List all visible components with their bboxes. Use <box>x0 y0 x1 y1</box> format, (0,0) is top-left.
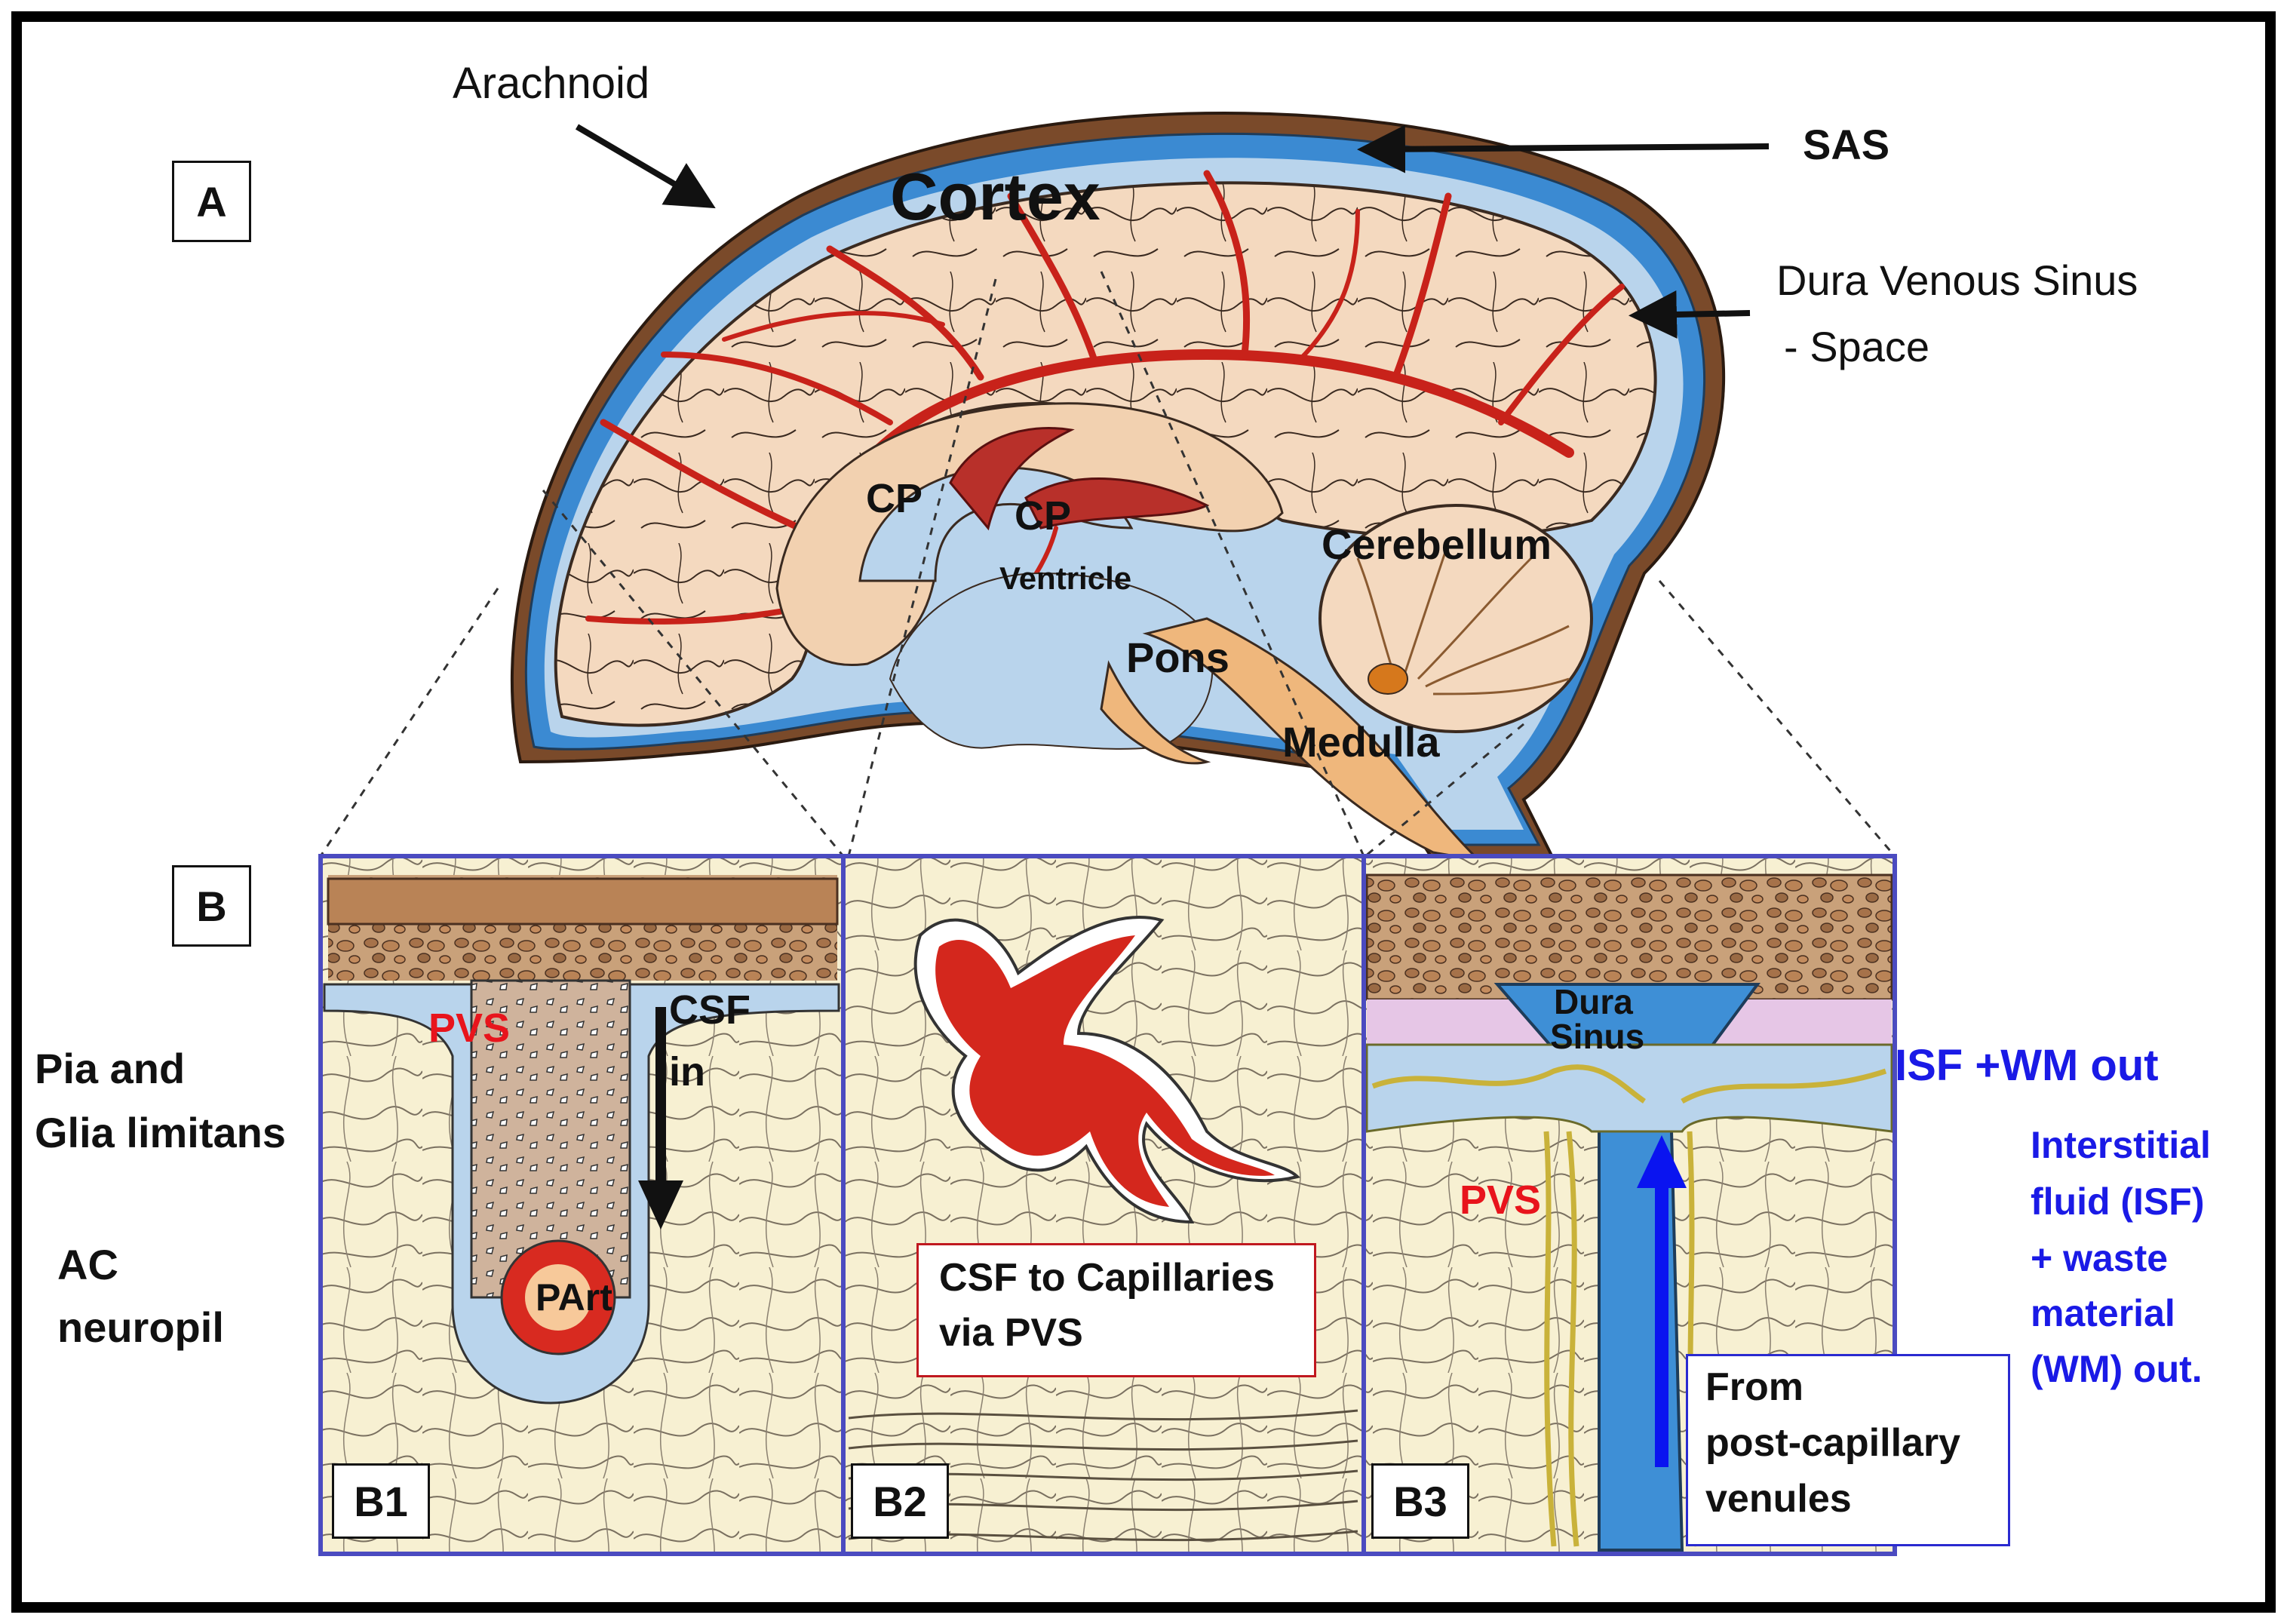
brain-illustration <box>511 112 1725 862</box>
label-interstitial-line3: + waste <box>2031 1237 2169 1279</box>
label-cp-right: CP <box>1015 493 1072 539</box>
label-dura-line2: - Space <box>1784 323 1929 370</box>
b3-caption-line3: venules <box>1705 1477 1852 1521</box>
label-arachnoid: Arachnoid <box>453 59 650 108</box>
b1-label-csf-line2: in <box>669 1049 705 1094</box>
b1-label-part: PArt <box>536 1276 612 1319</box>
label-medulla: Medulla <box>1282 718 1440 766</box>
label-ventricle: Ventricle <box>999 560 1132 596</box>
panel-b1-illustration <box>321 856 843 1554</box>
b2-caption-line1: CSF to Capillaries <box>939 1256 1275 1300</box>
panel-label-b2: B2 <box>851 1463 949 1539</box>
label-pons: Pons <box>1126 634 1229 681</box>
label-cerebellum: Cerebellum <box>1322 520 1552 568</box>
zoom-lines <box>319 271 1896 858</box>
label-interstitial-line2: fluid (ISF) <box>2031 1180 2205 1223</box>
label-sas: SAS <box>1803 121 1890 168</box>
label-ac-line1: AC <box>57 1241 118 1288</box>
label-interstitial-line1: Interstitial <box>2031 1124 2211 1166</box>
label-pia-line2: Glia limitans <box>35 1109 286 1156</box>
label-cp-left: CP <box>866 476 923 521</box>
b2-caption-box: CSF to Capillaries via PVS <box>916 1243 1316 1377</box>
label-interstitial-line5: (WM) out. <box>2031 1348 2203 1390</box>
label-pia-line1: Pia and <box>35 1045 186 1092</box>
label-dura-line1: Dura Venous Sinus <box>1776 256 2138 304</box>
panel-b2-illustration <box>843 856 1364 1554</box>
b1-label-pvs: PVS <box>428 1005 511 1051</box>
panel-label-b: B <box>172 865 251 947</box>
b2-caption-line2: via PVS <box>939 1311 1083 1355</box>
panel-label-b1: B1 <box>332 1463 430 1539</box>
b3-label-dura-line1: Dura <box>1554 982 1633 1021</box>
panel-label-b3: B3 <box>1371 1463 1469 1539</box>
b3-caption-line1: From <box>1705 1365 1804 1409</box>
b3-caption-line2: post-capillary <box>1705 1421 1961 1465</box>
b3-caption-box: From post-capillary venules <box>1686 1354 2010 1546</box>
panel-label-a: A <box>172 161 251 242</box>
b1-label-csf-line1: CSF <box>669 987 751 1033</box>
panel-borders <box>318 854 1897 1556</box>
label-interstitial-line4: material <box>2031 1292 2175 1334</box>
label-isf-wm-out: ISF +WM out <box>1895 1041 2159 1090</box>
label-ac-line2: neuropil <box>57 1303 224 1351</box>
b3-label-dura-line2: Sinus <box>1550 1017 1645 1056</box>
b3-label-pvs: PVS <box>1460 1177 1542 1223</box>
label-cortex: Cortex <box>890 159 1101 234</box>
